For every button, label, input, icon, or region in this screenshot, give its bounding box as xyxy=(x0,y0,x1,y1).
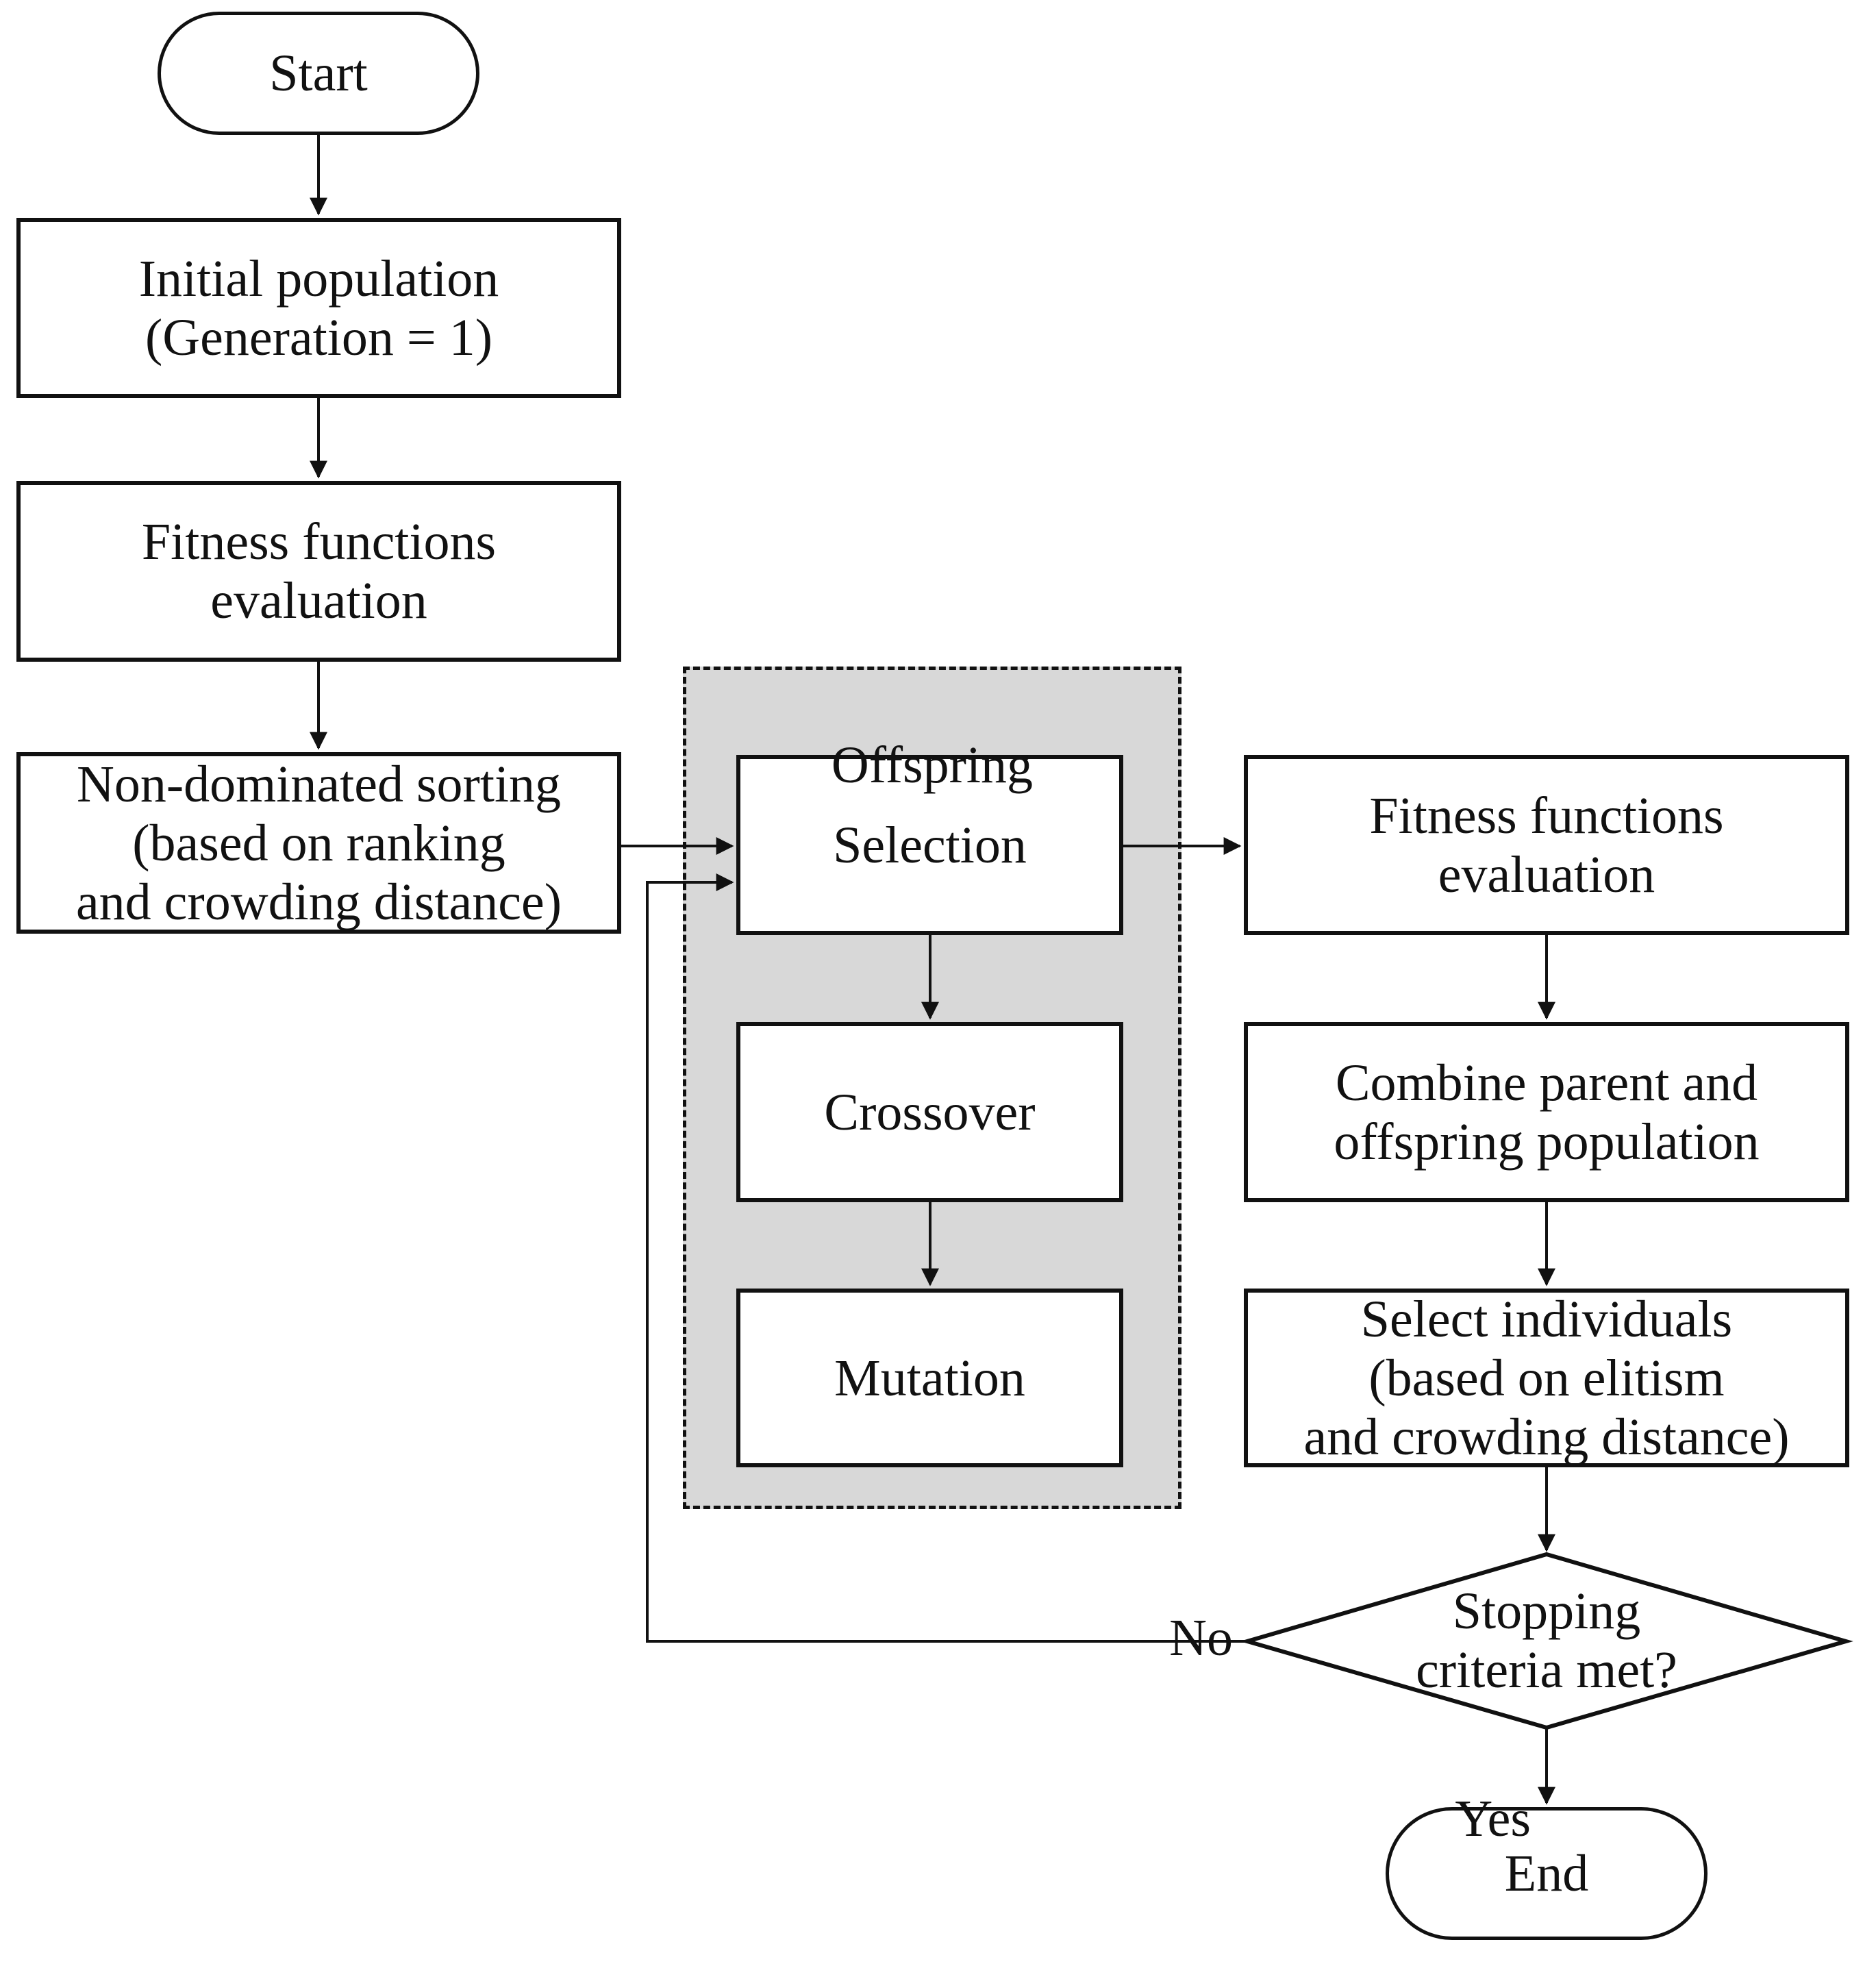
node-crossover-label: Crossover xyxy=(824,1083,1036,1141)
node-non-dominated-sorting: Non-dominated sorting (based on ranking … xyxy=(16,752,621,934)
node-start: Start xyxy=(158,12,479,135)
node-combine-population: Combine parent and offspring population xyxy=(1244,1022,1849,1202)
offspring-group-title-text: Offspring xyxy=(831,736,1034,794)
node-initial-population: Initial population (Generation = 1) xyxy=(16,218,621,398)
node-fitness-evaluation-2: Fitness functions evaluation xyxy=(1244,755,1849,935)
node-initial-population-label: Initial population (Generation = 1) xyxy=(138,249,499,366)
node-mutation-label: Mutation xyxy=(834,1349,1025,1407)
edge-no-loop-to-selection xyxy=(646,873,1246,1643)
node-fitness-evaluation-1: Fitness functions evaluation xyxy=(16,481,621,662)
node-end: End xyxy=(1386,1807,1708,1940)
edge-label-yes-text: Yes xyxy=(1455,1790,1531,1847)
node-stopping-criteria: Stopping criteria met? xyxy=(1301,1562,1792,1719)
node-combine-population-label: Combine parent and offspring population xyxy=(1334,1054,1760,1171)
node-end-label: End xyxy=(1504,1845,1589,1902)
node-non-dominated-sorting-label: Non-dominated sorting (based on ranking … xyxy=(75,755,562,931)
node-crossover: Crossover xyxy=(736,1022,1123,1202)
offspring-group-title: Offspring xyxy=(683,677,1181,795)
node-selection: Selection xyxy=(736,755,1123,935)
node-mutation: Mutation xyxy=(736,1289,1123,1467)
node-selection-label: Selection xyxy=(833,816,1027,874)
node-fitness-evaluation-2-label: Fitness functions evaluation xyxy=(1369,786,1724,904)
node-fitness-evaluation-1-label: Fitness functions evaluation xyxy=(141,513,497,630)
decision-diamond-shape xyxy=(1240,1552,1853,1730)
node-stopping-criteria-label: Stopping criteria met? xyxy=(1416,1582,1677,1699)
node-select-individuals: Select individuals (based on elitism and… xyxy=(1244,1289,1849,1467)
edge-label-no-text: No xyxy=(1169,1609,1233,1667)
node-start-label: Start xyxy=(269,45,368,102)
edge-label-no: No xyxy=(1068,1550,1233,1667)
edge-label-yes: Yes xyxy=(1370,1730,1531,1848)
node-select-individuals-label: Select individuals (based on elitism and… xyxy=(1303,1290,1790,1466)
